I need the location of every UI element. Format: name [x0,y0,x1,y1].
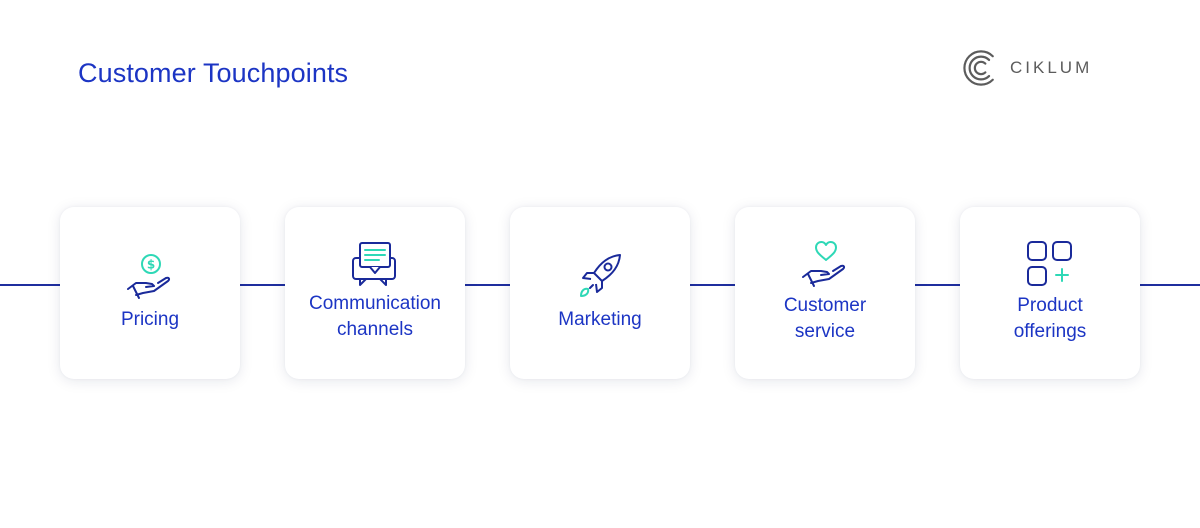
touchpoint-label: Customer service [783,295,867,342]
touchpoint-label: Communication channels [309,293,441,340]
touchpoint-card-communication-channels: Communication channels [285,207,465,379]
hand-coin-icon: $ [127,254,171,299]
hand-heart-icon [802,241,846,287]
touchpoint-label: Product offerings [1013,295,1087,342]
grid-plus-icon [1027,241,1072,286]
touchpoint-card-marketing: Marketing [510,207,690,379]
touchpoint-card-customer-service: Customer service [735,207,915,379]
rocket-icon [580,254,621,297]
chat-bubbles-icon [352,242,396,286]
touchpoint-label: Marketing [558,309,642,330]
touchpoint-card-product-offerings: Product offerings [960,207,1140,379]
touchpoint-card-pricing: $ Pricing [60,207,240,379]
touchpoint-label: Pricing [120,309,180,330]
brand-name: CIKLUM [1010,58,1093,77]
ciklum-logo-icon [963,50,994,86]
ciklum-logo: CIKLUM [962,48,1092,88]
page-title: Customer Touchpoints [78,58,349,88]
svg-text:$: $ [147,258,155,272]
